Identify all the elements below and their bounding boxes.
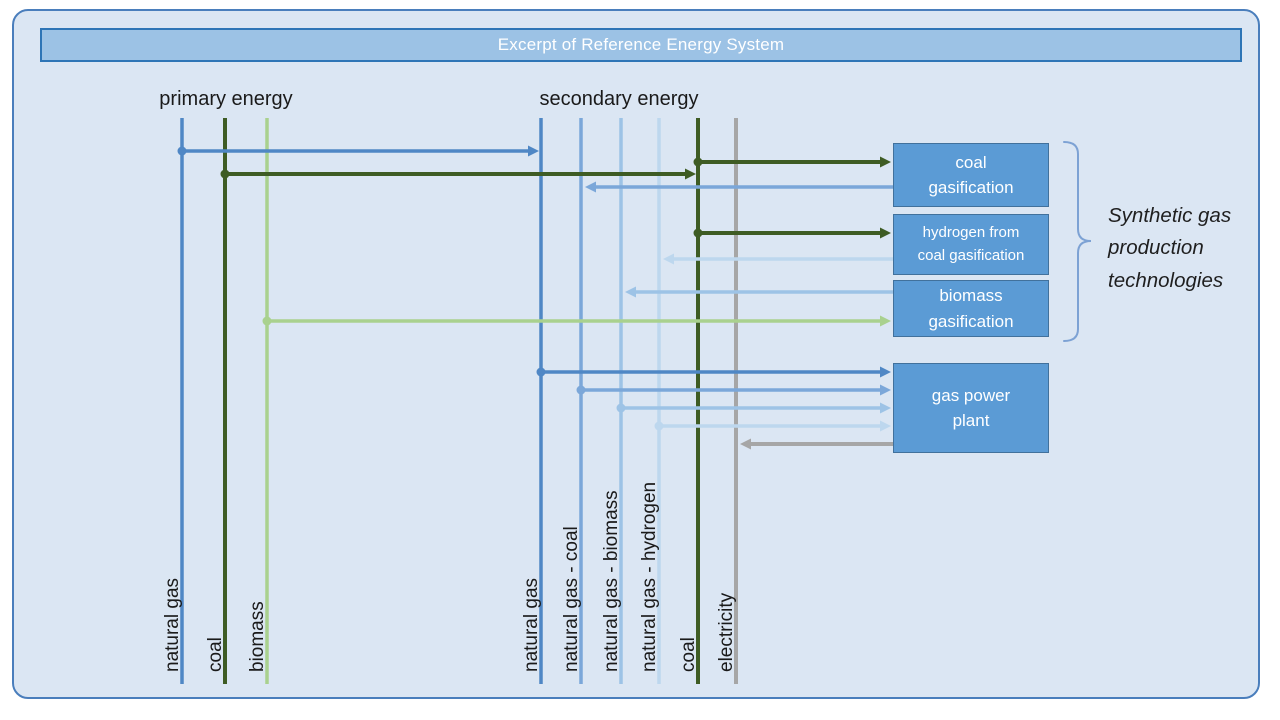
flow-origin-dot xyxy=(576,385,586,395)
diagram-title: Excerpt of Reference Energy System xyxy=(497,35,785,54)
carrier-label-biomass-primary: biomass xyxy=(247,601,268,672)
tech-box-biomass-gasification: biomass gasification xyxy=(893,280,1049,337)
flow-origin-dot xyxy=(177,146,187,156)
arrowhead-right-icon xyxy=(880,384,891,396)
diagram-panel xyxy=(12,9,1260,699)
arrowhead-right-icon xyxy=(685,168,696,180)
flow-natural-gas-coal-to-gas-power-plant xyxy=(576,384,891,396)
tech-box-hydrogen-from-coal-gasification: hydrogen from coal gasification xyxy=(893,214,1049,275)
carrier-label-natural-gas-primary: natural gas xyxy=(162,578,183,672)
carrier-label-coal-secondary: coal xyxy=(678,637,699,672)
tech-box-coal-gasification: coal gasification xyxy=(893,143,1049,207)
flow-origin-dot xyxy=(693,157,703,167)
flow-biomass-primary-to-biomass-gasification xyxy=(262,315,891,327)
flow-natural-gas-primary-to-natural-gas-secondary xyxy=(177,145,539,157)
arrowhead-right-icon xyxy=(880,402,891,414)
flow-gas-power-plant-to-electricity xyxy=(740,438,893,450)
carrier-label-natural-gas-secondary: natural gas xyxy=(521,578,542,672)
flow-natural-gas-biomass-to-gas-power-plant xyxy=(616,402,891,414)
flow-origin-dot xyxy=(220,169,230,179)
arrowhead-left-icon xyxy=(740,438,751,450)
synthetic-gas-annotation: Synthetic gas production technologies xyxy=(1108,204,1232,292)
primary-energy-heading: primary energy xyxy=(159,88,293,110)
flow-natural-gas-secondary-to-gas-power-plant xyxy=(536,366,891,378)
flow-coal-primary-to-coal-secondary xyxy=(220,168,696,180)
flow-coal-gasification-to-natural-gas-coal xyxy=(585,181,893,193)
flow-origin-dot xyxy=(654,421,664,431)
flow-origin-dot xyxy=(616,403,626,413)
carrier-label-natural-gas-hydrogen-secondary: natural gas - hydrogen xyxy=(639,482,660,672)
carrier-label-coal-primary: coal xyxy=(205,637,226,672)
arrowhead-right-icon xyxy=(880,227,891,239)
flow-coal-secondary-to-hydrogen-from-coal-gasification xyxy=(693,227,891,239)
arrowhead-right-icon xyxy=(880,420,891,432)
arrowhead-left-icon xyxy=(585,181,596,193)
flow-origin-dot xyxy=(536,367,546,377)
carrier-label-electricity-secondary: electricity xyxy=(716,592,737,672)
arrowhead-right-icon xyxy=(880,315,891,327)
flow-origin-dot xyxy=(262,316,272,326)
carrier-label-natural-gas-biomass-secondary: natural gas - biomass xyxy=(601,490,622,672)
tech-box-gas-power-plant: gas power plant xyxy=(893,363,1049,453)
flow-hydrogen-from-coal-gasification-to-natural-gas-hydrogen xyxy=(663,253,893,265)
flow-origin-dot xyxy=(693,228,703,238)
arrowhead-left-icon xyxy=(625,286,636,298)
flow-coal-secondary-to-coal-gasification xyxy=(693,156,891,168)
carrier-label-natural-gas-coal-secondary: natural gas - coal xyxy=(561,526,582,672)
diagram-title-bar: Excerpt of Reference Energy System xyxy=(40,28,1242,62)
secondary-energy-heading: secondary energy xyxy=(539,88,699,110)
arrowhead-right-icon xyxy=(880,366,891,378)
arrowhead-left-icon xyxy=(663,253,674,265)
arrowhead-right-icon xyxy=(880,156,891,168)
flow-natural-gas-hydrogen-to-gas-power-plant xyxy=(654,420,891,432)
flow-biomass-gasification-to-natural-gas-biomass xyxy=(625,286,893,298)
curly-bracket xyxy=(1063,141,1092,342)
arrowhead-right-icon xyxy=(528,145,539,157)
